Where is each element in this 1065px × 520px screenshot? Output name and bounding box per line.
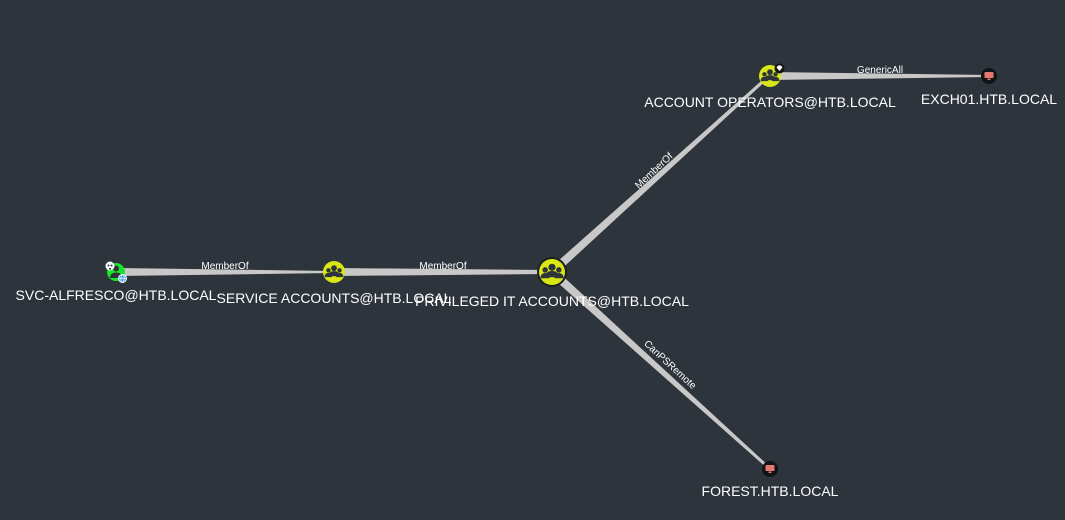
group-icon xyxy=(537,257,567,287)
node-label: PRIVILEGED IT ACCOUNTS@HTB.LOCAL xyxy=(415,293,689,309)
globe-icon xyxy=(118,274,127,283)
node-service-accounts[interactable]: SERVICE ACCOUNTS@HTB.LOCAL xyxy=(217,261,452,306)
group-icon xyxy=(323,261,345,283)
node-exch01[interactable]: EXCH01.HTB.LOCAL xyxy=(921,68,1057,107)
node-label: SVC-ALFRESCO@HTB.LOCAL xyxy=(16,287,217,303)
computer-icon xyxy=(981,68,997,84)
node-account-operators[interactable]: ACCOUNT OPERATORS@HTB.LOCAL xyxy=(644,63,896,111)
edge-account-operators-to-exch01[interactable]: GenericAll xyxy=(770,65,989,80)
node-label: FOREST.HTB.LOCAL xyxy=(702,483,839,499)
edge-label: CanPSRemote xyxy=(641,339,698,393)
computer-icon xyxy=(762,461,778,477)
edge-service-accounts-to-privileged-it[interactable]: MemberOf xyxy=(334,261,552,276)
edge-label: MemberOf xyxy=(633,151,675,191)
node-privileged-it-accounts[interactable]: PRIVILEGED IT ACCOUNTS@HTB.LOCAL xyxy=(415,257,689,309)
node-label: ACCOUNT OPERATORS@HTB.LOCAL xyxy=(644,94,896,110)
skull-icon xyxy=(105,261,115,271)
edge-label: MemberOf xyxy=(419,261,466,272)
edge-label: MemberOf xyxy=(201,261,248,272)
node-forest[interactable]: FOREST.HTB.LOCAL xyxy=(702,461,839,499)
edge-label: GenericAll xyxy=(857,65,903,76)
node-label: EXCH01.HTB.LOCAL xyxy=(921,91,1057,107)
node-label: SERVICE ACCOUNTS@HTB.LOCAL xyxy=(217,290,452,306)
edge-svc-alfresco-to-service-accounts[interactable]: MemberOf xyxy=(116,261,334,276)
diamond-icon xyxy=(774,63,785,74)
node-svc-alfresco[interactable]: SVC-ALFRESCO@HTB.LOCAL xyxy=(16,261,217,304)
